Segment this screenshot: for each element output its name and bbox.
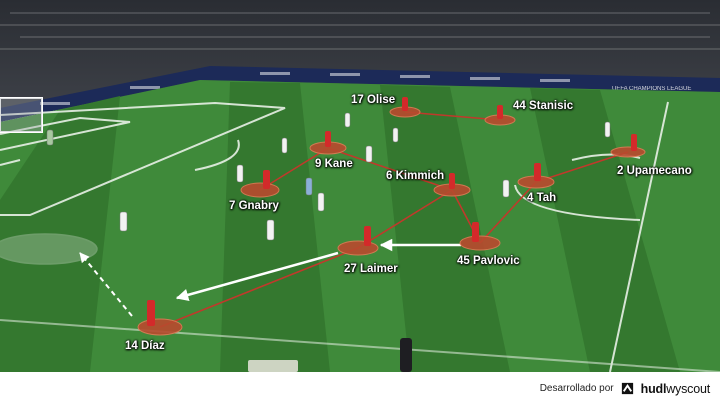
player-pavlovic	[472, 222, 479, 242]
label-olise: 17 Olise	[351, 94, 396, 106]
brand-name: hudlwyscout	[640, 381, 711, 396]
opponent	[305, 177, 313, 196]
pitch-view: UEFA CHAMPIONS LEAGUE	[0, 0, 720, 372]
label-kimmich: 6 Kimmich	[386, 170, 445, 182]
white-players	[46, 112, 611, 241]
player-kimmich	[449, 173, 455, 189]
credit-text: Desarrollado por	[539, 383, 614, 394]
player-diaz	[147, 300, 155, 326]
brand-bold: hudl	[640, 381, 667, 396]
label-kane: 9 Kane	[315, 158, 353, 170]
opponent	[365, 145, 373, 163]
credit: Desarrollado por hudlwyscout	[540, 381, 710, 396]
label-stanisic: 44 Stanisic	[513, 100, 574, 112]
opponent	[344, 112, 351, 128]
label-pavlovic: 45 Pavlovic	[457, 255, 520, 267]
opponent	[317, 192, 325, 212]
opponent	[119, 211, 128, 232]
hudl-logo-icon	[621, 382, 633, 395]
player-upamecano	[631, 134, 637, 151]
player-olise	[402, 97, 408, 111]
dashed-run-arrow	[79, 252, 133, 317]
label-diaz: 14 Díaz	[125, 340, 165, 352]
marker-gnabry	[240, 182, 280, 198]
ucl-banner: UEFA CHAMPIONS LEAGUE	[612, 86, 691, 92]
player-gnabry	[263, 170, 270, 189]
marker-diaz	[137, 318, 183, 336]
ad-board-dots	[40, 72, 570, 105]
corner-badge	[248, 360, 298, 372]
label-upamecano: 2 Upamecano	[617, 165, 692, 177]
player-tah	[534, 163, 541, 181]
footer-bar: Desarrollado por hudlwyscout	[0, 372, 720, 405]
crowd-texture	[0, 12, 720, 50]
opponent	[236, 164, 244, 183]
marker-pavlovic	[459, 235, 501, 251]
opponent	[281, 137, 288, 154]
label-gnabry: 7 Gnabry	[229, 200, 279, 212]
goalkeeper	[46, 129, 54, 146]
highlight-zone	[0, 233, 98, 265]
label-laimer: 27 Laimer	[344, 263, 398, 275]
sideline-figure	[400, 338, 412, 372]
grass-stripes	[0, 82, 680, 372]
marker-laimer	[337, 240, 379, 256]
opponent	[266, 219, 275, 241]
red-players	[147, 97, 637, 326]
player-stanisic	[497, 105, 503, 119]
marker-upamecano	[610, 146, 646, 158]
label-tah: 4 Tah	[527, 192, 557, 204]
player-laimer	[364, 226, 371, 246]
goal	[0, 97, 43, 133]
opponent	[604, 121, 611, 138]
opponent	[502, 179, 510, 198]
opponent	[392, 127, 399, 143]
brand-rest: wyscout	[666, 381, 710, 396]
pass-arrow-laimer-diaz	[175, 251, 339, 301]
player-kane	[325, 131, 331, 147]
